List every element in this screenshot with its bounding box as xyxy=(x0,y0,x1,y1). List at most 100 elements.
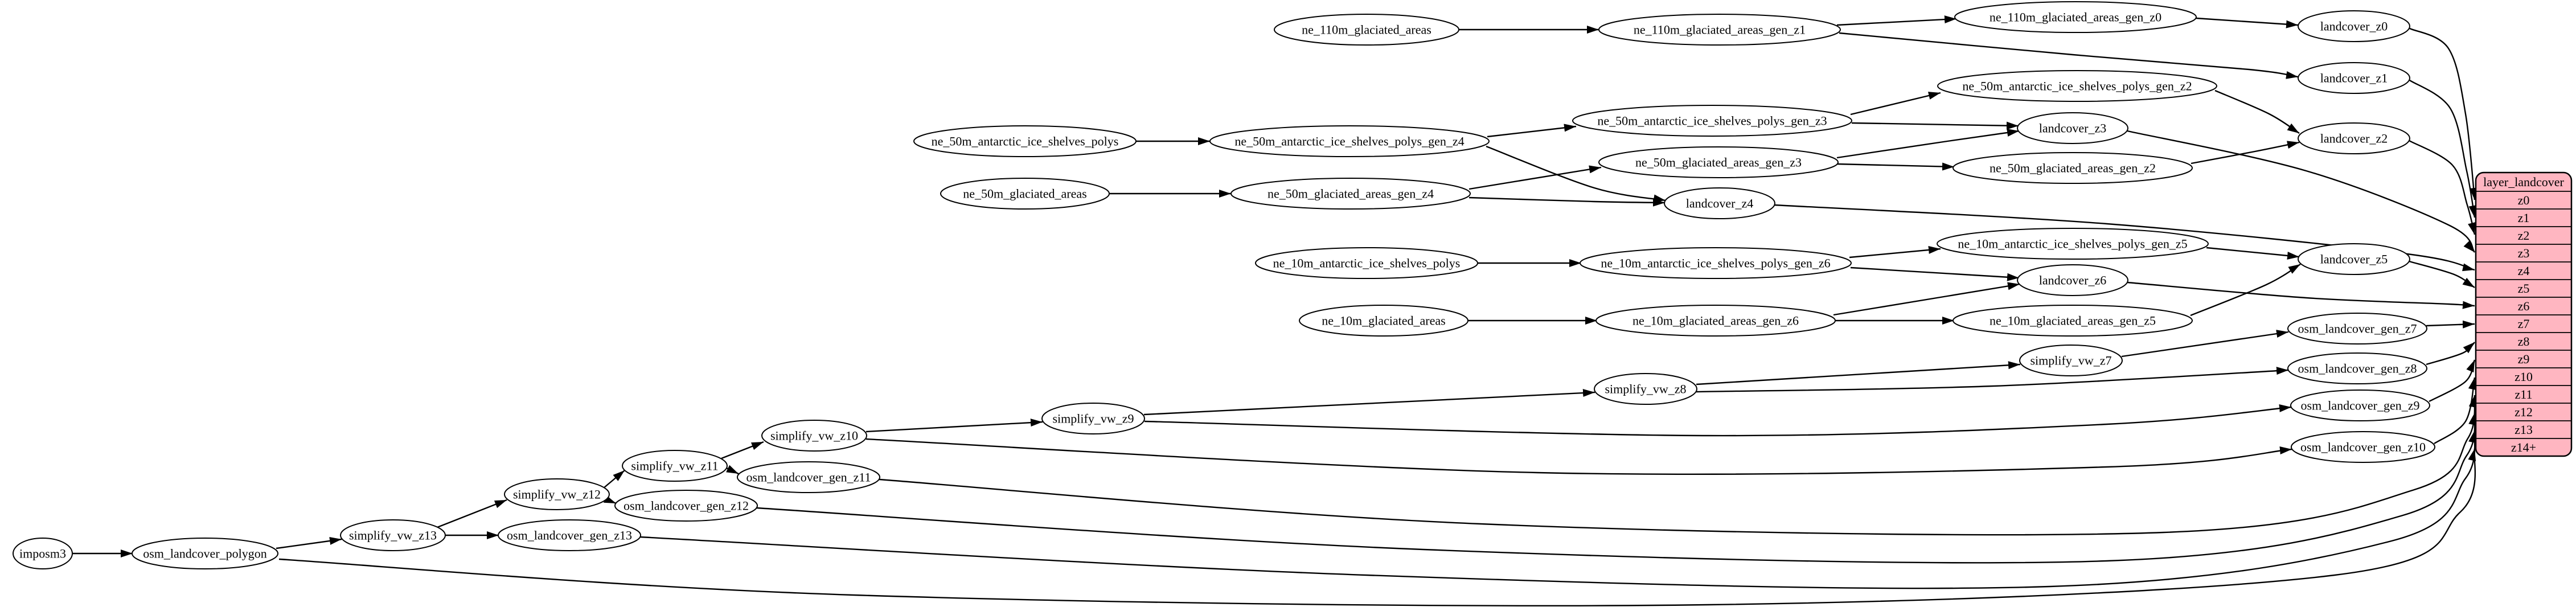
node-label-osm_landcover_gen_z9: osm_landcover_gen_z9 xyxy=(2301,399,2420,413)
node-ellipse-simplify_vw_z9 xyxy=(1041,403,1145,434)
node-label-osm_landcover_gen_z12: osm_landcover_gen_z12 xyxy=(624,499,749,513)
node-simplify_vw_z7: simplify_vw_z7 xyxy=(2019,345,2123,376)
node-ellipse-ne_50m_antarctic_ice_shelves_polys_gen_z3 xyxy=(1572,105,1852,137)
edge-landcover_z1-to-layer_landcover-z1 xyxy=(2409,79,2477,218)
table-row-z0: z0 xyxy=(2518,193,2530,207)
node-ellipse-simplify_vw_z13 xyxy=(340,519,446,551)
node-ellipse-ne_110m_glaciated_areas_gen_z1 xyxy=(1598,14,1841,46)
node-label-simplify_vw_z11: simplify_vw_z11 xyxy=(631,459,718,473)
edge-simplify_vw_z10-to-simplify_vw_z9 xyxy=(865,419,1043,433)
node-label-ne_110m_glaciated_areas_gen_z1: ne_110m_glaciated_areas_gen_z1 xyxy=(1634,23,1806,37)
node-label-ne_10m_antarctic_ice_shelves_polys: ne_10m_antarctic_ice_shelves_polys xyxy=(1273,256,1461,270)
node-ne_10m_glaciated_areas: ne_10m_glaciated_areas xyxy=(1299,305,1469,337)
node-simplify_vw_z13: simplify_vw_z13 xyxy=(340,519,446,551)
node-label-simplify_vw_z10: simplify_vw_z10 xyxy=(770,429,858,443)
node-landcover_z1: landcover_z1 xyxy=(2298,62,2410,94)
edge-landcover_z6-to-layer_landcover-z6 xyxy=(2127,281,2475,309)
node-osm_landcover_gen_z11: osm_landcover_gen_z11 xyxy=(737,461,880,493)
edge-ne_50m_antarctic_ice_shelves_polys_gen_z3-to-ne_50m_antarctic_ice_shelves_polys_gen_z2 xyxy=(1850,92,1941,116)
node-simplify_vw_z11: simplify_vw_z11 xyxy=(622,450,728,482)
edge-landcover_z5-to-layer_landcover-z5 xyxy=(2409,260,2475,289)
node-landcover_z6: landcover_z6 xyxy=(2017,264,2128,296)
node-osm_landcover_gen_z13: osm_landcover_gen_z13 xyxy=(498,519,641,551)
edge-ne_50m_antarctic_ice_shelves_polys_gen_z3-to-landcover_z3 xyxy=(1851,121,2019,130)
edge-simplify_vw_z7-to-osm_landcover_gen_z7 xyxy=(2121,330,2289,358)
node-label-ne_10m_glaciated_areas_gen_z5: ne_10m_glaciated_areas_gen_z5 xyxy=(1990,314,2156,328)
node-osm_landcover_gen_z12: osm_landcover_gen_z12 xyxy=(614,490,758,522)
node-label-simplify_vw_z9: simplify_vw_z9 xyxy=(1053,412,1134,426)
node-osm_landcover_gen_z10: osm_landcover_gen_z10 xyxy=(2291,431,2435,463)
edge-osm_landcover_gen_z7-to-layer_landcover-z7 xyxy=(2426,320,2475,329)
node-ellipse-osm_landcover_gen_z11 xyxy=(737,461,880,493)
table-row-z12: z12 xyxy=(2515,405,2533,419)
node-ne_50m_glaciated_areas: ne_50m_glaciated_areas xyxy=(940,178,1110,210)
node-label-ne_50m_glaciated_areas: ne_50m_glaciated_areas xyxy=(963,187,1086,201)
edge-ne_10m_antarctic_ice_shelves_polys_gen_z5-to-landcover_z5 xyxy=(2206,247,2300,260)
node-ellipse-ne_10m_glaciated_areas_gen_z5 xyxy=(1952,305,2193,337)
node-label-osm_landcover_gen_z10: osm_landcover_gen_z10 xyxy=(2300,440,2426,454)
node-ellipse-osm_landcover_gen_z10 xyxy=(2291,431,2435,463)
node-label-osm_landcover_gen_z8: osm_landcover_gen_z8 xyxy=(2298,362,2417,376)
edges-layer xyxy=(72,15,2477,606)
node-landcover_z3: landcover_z3 xyxy=(2017,112,2128,144)
node-ne_10m_glaciated_areas_gen_z5: ne_10m_glaciated_areas_gen_z5 xyxy=(1952,305,2193,337)
node-simplify_vw_z8: simplify_vw_z8 xyxy=(1594,373,1697,405)
edge-simplify_vw_z12-to-simplify_vw_z11 xyxy=(603,470,625,489)
node-ne_110m_glaciated_areas: ne_110m_glaciated_areas xyxy=(1274,14,1459,46)
edge-osm_landcover_gen_z10-to-layer_landcover-z10 xyxy=(2434,377,2476,445)
table-row-z11: z11 xyxy=(2515,387,2533,401)
node-ne_50m_glaciated_areas_gen_z2: ne_50m_glaciated_areas_gen_z2 xyxy=(1952,152,2193,184)
edge-simplify_vw_z8-to-simplify_vw_z7 xyxy=(1696,361,2021,386)
node-ne_50m_glaciated_areas_gen_z4: ne_50m_glaciated_areas_gen_z4 xyxy=(1230,178,1471,210)
node-ne_110m_glaciated_areas_gen_z1: ne_110m_glaciated_areas_gen_z1 xyxy=(1598,14,1841,46)
node-ellipse-ne_50m_glaciated_areas_gen_z3 xyxy=(1598,146,1839,178)
node-ellipse-ne_10m_antarctic_ice_shelves_polys xyxy=(1255,247,1478,279)
table-row-z14+: z14+ xyxy=(2511,440,2536,454)
edge-ne_50m_antarctic_ice_shelves_polys_gen_z4-to-landcover_z4 xyxy=(1486,145,1666,203)
node-label-landcover_z6: landcover_z6 xyxy=(2039,273,2107,288)
node-label-landcover_z1: landcover_z1 xyxy=(2320,71,2388,85)
edge-landcover_z0-to-layer_landcover-z0 xyxy=(2409,27,2477,200)
node-ellipse-landcover_z6 xyxy=(2017,264,2128,296)
edge-ne_110m_glaciated_areas_gen_z1-to-landcover_z1 xyxy=(1839,32,2299,79)
node-ellipse-osm_landcover_gen_z13 xyxy=(498,519,641,551)
edge-ne_50m_antarctic_ice_shelves_polys_gen_z4-to-ne_50m_antarctic_ice_shelves_polys_gen_z3 xyxy=(1487,124,1577,138)
table-row-z10: z10 xyxy=(2515,370,2533,384)
table-row-z1: z1 xyxy=(2518,211,2530,225)
node-ne_50m_antarctic_ice_shelves_polys_gen_z2: ne_50m_antarctic_ice_shelves_polys_gen_z… xyxy=(1937,70,2217,102)
edge-ne_110m_glaciated_areas_gen_z1-to-ne_110m_glaciated_areas_gen_z0 xyxy=(1836,15,1957,26)
node-ne_50m_antarctic_ice_shelves_polys_gen_z3: ne_50m_antarctic_ice_shelves_polys_gen_z… xyxy=(1572,105,1852,137)
edge-osm_landcover_gen_z8-to-layer_landcover-z8 xyxy=(2426,342,2475,366)
edge-ne_10m_antarctic_ice_shelves_polys_gen_z6-to-ne_10m_antarctic_ice_shelves_polys_gen_z5 xyxy=(1849,245,1941,259)
node-ne_10m_antarctic_ice_shelves_polys_gen_z5: ne_10m_antarctic_ice_shelves_polys_gen_z… xyxy=(1937,228,2209,260)
node-ellipse-landcover_z0 xyxy=(2298,10,2410,42)
node-ellipse-landcover_z3 xyxy=(2017,112,2128,144)
node-ellipse-ne_110m_glaciated_areas xyxy=(1274,14,1459,46)
node-ellipse-osm_landcover_gen_z9 xyxy=(2290,389,2430,421)
node-label-osm_landcover_polygon: osm_landcover_polygon xyxy=(143,547,267,561)
node-landcover_z2: landcover_z2 xyxy=(2298,122,2410,154)
edge-osm_landcover_gen_z11-to-layer_landcover-z11 xyxy=(879,395,2477,536)
node-ellipse-osm_landcover_gen_z7 xyxy=(2287,313,2427,345)
node-label-ne_110m_glaciated_areas_gen_z0: ne_110m_glaciated_areas_gen_z0 xyxy=(1990,10,2161,24)
edge-landcover_z2-to-layer_landcover-z2 xyxy=(2409,140,2476,235)
edge-ne_50m_glaciated_areas_gen_z4-to-landcover_z4 xyxy=(1469,196,1666,207)
node-label-landcover_z3: landcover_z3 xyxy=(2039,121,2107,136)
node-label-simplify_vw_z13: simplify_vw_z13 xyxy=(349,528,437,543)
node-ellipse-ne_110m_glaciated_areas_gen_z0 xyxy=(1954,1,2197,33)
node-osm_landcover_polygon: osm_landcover_polygon xyxy=(132,538,278,569)
layer-landcover-title: layer_landcover xyxy=(2483,175,2564,189)
edge-landcover_z4-to-layer_landcover-z4 xyxy=(1774,204,2475,272)
node-label-landcover_z0: landcover_z0 xyxy=(2320,19,2388,34)
node-ellipse-landcover_z1 xyxy=(2298,62,2410,94)
node-label-landcover_z5: landcover_z5 xyxy=(2320,252,2388,266)
node-label-landcover_z2: landcover_z2 xyxy=(2320,132,2388,146)
edge-landcover_z3-to-layer_landcover-z3 xyxy=(2127,130,2475,253)
node-ellipse-ne_10m_glaciated_areas xyxy=(1299,305,1469,337)
node-ellipse-simplify_vw_z12 xyxy=(504,478,610,510)
node-label-landcover_z4: landcover_z4 xyxy=(1686,196,1754,211)
node-label-osm_landcover_gen_z13: osm_landcover_gen_z13 xyxy=(507,528,632,543)
